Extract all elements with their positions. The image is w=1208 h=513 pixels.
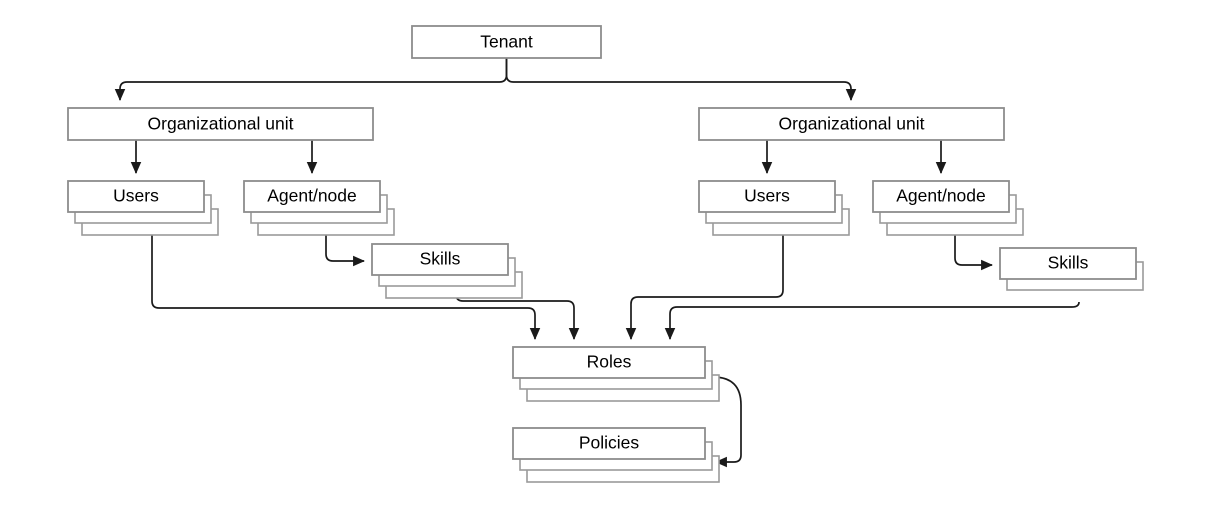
node-roles-label: Roles — [587, 352, 632, 372]
edge-agentleft-to-skillsleft — [325, 235, 365, 267]
node-policies[interactable]: Policies — [512, 427, 720, 483]
edge-skillsright-to-roles — [664, 301, 1080, 340]
edge-agentright-to-skillsright — [954, 235, 993, 271]
node-users-left-label: Users — [113, 186, 159, 206]
edge-tenant-to-org-right — [505, 58, 857, 101]
edge-roles-to-policies — [712, 376, 742, 468]
node-users-left[interactable]: Users — [67, 180, 219, 236]
connector-layer — [114, 58, 1080, 468]
node-users-right-label: Users — [744, 186, 790, 206]
node-organizational-unit-left[interactable]: Organizational unit — [67, 107, 374, 141]
node-skills-right-label: Skills — [1048, 253, 1089, 273]
node-agent-node-right-label: Agent/node — [896, 186, 986, 206]
node-agent-node-left[interactable]: Agent/node — [243, 180, 395, 236]
node-tenant-label: Tenant — [480, 32, 533, 52]
node-users-right[interactable]: Users — [698, 180, 850, 236]
edge-skillsleft-to-roles — [455, 293, 580, 340]
node-organizational-unit-right-label: Organizational unit — [779, 114, 925, 134]
node-skills-right[interactable]: Skills — [999, 247, 1144, 291]
node-agent-node-left-label: Agent/node — [267, 186, 357, 206]
node-agent-node-right[interactable]: Agent/node — [872, 180, 1024, 236]
node-skills-left[interactable]: Skills — [371, 243, 523, 299]
edge-tenant-to-org-left — [114, 58, 508, 101]
edge-usersleft-to-roles — [151, 235, 541, 340]
node-tenant[interactable]: Tenant — [411, 25, 602, 59]
node-policies-label: Policies — [579, 433, 640, 453]
node-organizational-unit-left-label: Organizational unit — [148, 114, 294, 134]
node-roles[interactable]: Roles — [512, 346, 720, 402]
edge-usersright-to-roles — [625, 235, 784, 340]
node-skills-left-label: Skills — [420, 249, 461, 269]
node-organizational-unit-right[interactable]: Organizational unit — [698, 107, 1005, 141]
